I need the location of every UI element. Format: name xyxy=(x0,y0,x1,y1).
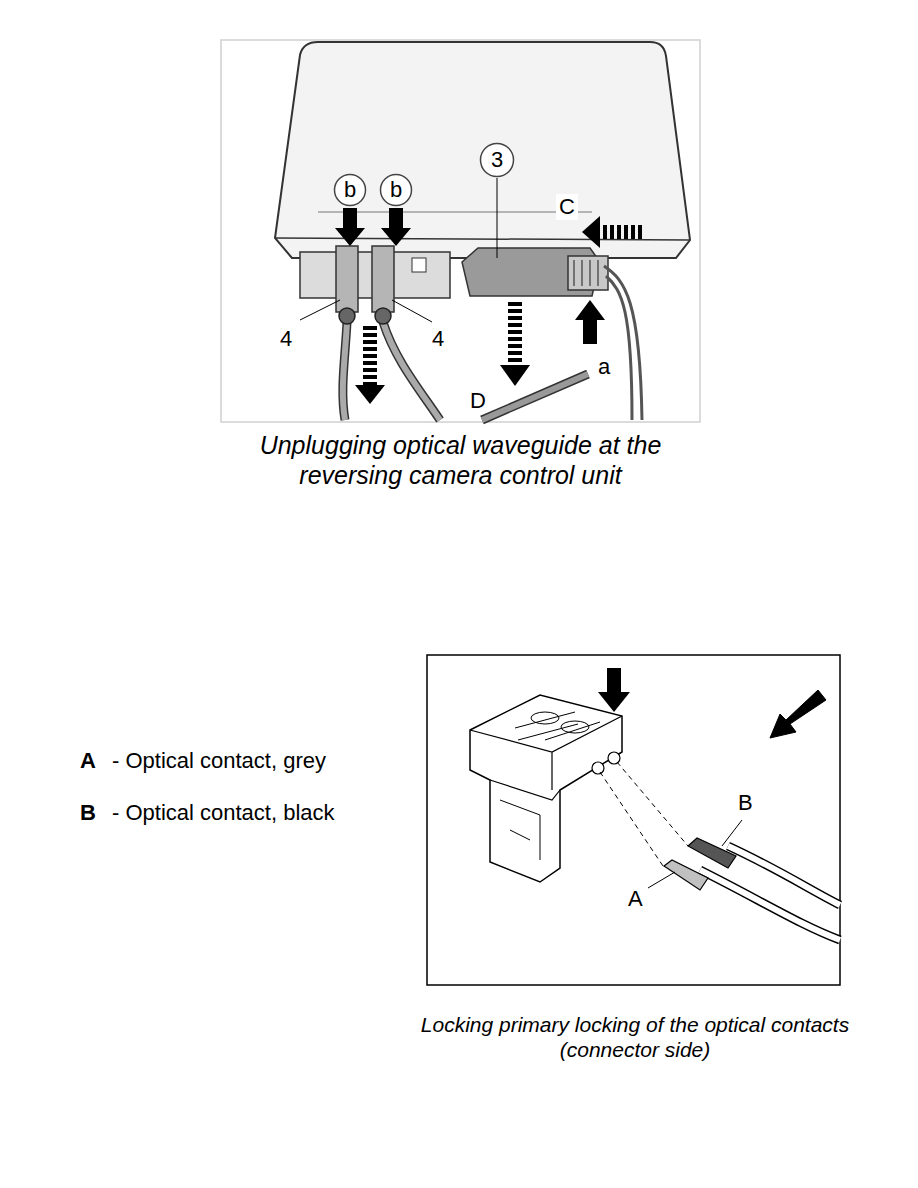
legend-letter: A xyxy=(80,748,96,774)
callout-letter: b xyxy=(379,177,413,203)
callout-letter: A xyxy=(628,886,643,912)
legend-text: - Optical contact, grey xyxy=(112,748,326,774)
figure-caption: Unplugging optical waveguide at the reve… xyxy=(221,430,700,490)
optical-connector xyxy=(336,246,358,312)
figure-frame xyxy=(427,655,840,985)
callout-number: 4 xyxy=(432,326,444,352)
optical-connector xyxy=(372,246,394,312)
optical-contact-black xyxy=(688,838,736,868)
connector-housing xyxy=(470,695,622,882)
callout-circle: 3 xyxy=(479,142,515,178)
control-unit-housing xyxy=(275,42,690,258)
legend-text: - Optical contact, black xyxy=(112,800,335,826)
callout-circle: b xyxy=(333,173,367,207)
figure-caption: Locking primary locking of the optical c… xyxy=(410,1012,860,1062)
position-letter: C xyxy=(556,194,578,220)
figure-frame xyxy=(221,40,700,422)
position-letter: a xyxy=(598,354,610,380)
callout-letter: 3 xyxy=(479,147,515,173)
callout-circle: b xyxy=(379,173,413,207)
legend-letter: B xyxy=(80,800,96,826)
callout-letter: B xyxy=(738,790,753,816)
callout-letter: b xyxy=(333,177,367,203)
callout-number: 4 xyxy=(280,326,292,352)
position-letter: D xyxy=(470,388,486,414)
